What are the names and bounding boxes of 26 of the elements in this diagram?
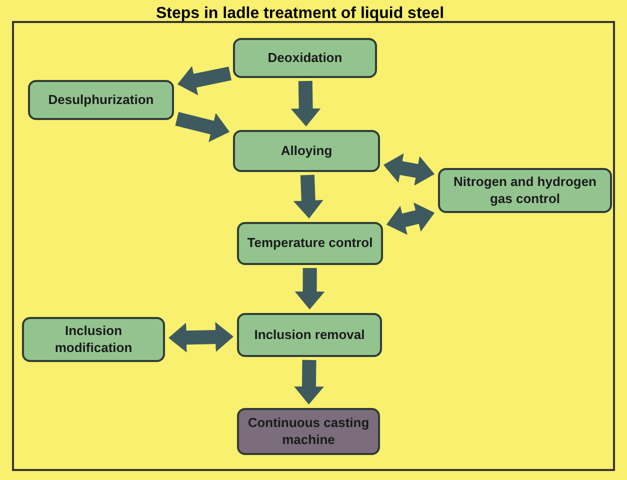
block-arrow — [290, 80, 321, 126]
block-arrow — [168, 322, 234, 353]
process-box — [237, 313, 382, 357]
box-label: Temperature control — [247, 235, 373, 252]
box-label: Continuous casting machine — [246, 415, 370, 448]
block-arrow — [175, 112, 230, 142]
process-box — [237, 408, 380, 455]
box-label: Desulphurization — [48, 92, 154, 108]
block-arrow — [293, 174, 324, 218]
box-label: Nitrogen and hydrogen gas control — [452, 174, 598, 207]
process-box — [438, 168, 612, 213]
block-arrow — [294, 360, 324, 404]
process-box — [233, 130, 380, 172]
process-box — [237, 222, 383, 265]
block-arrow — [383, 153, 435, 186]
box-label: Inclusion modification — [54, 323, 134, 356]
block-arrow — [177, 66, 232, 96]
box-label: Deoxidation — [268, 50, 342, 66]
process-box — [28, 80, 174, 120]
diagram-title: Steps in ladle treatment of liquid steel — [154, 4, 446, 24]
box-label: Alloying — [280, 142, 332, 160]
process-box — [233, 38, 377, 78]
box-label: Inclusion removal — [254, 326, 365, 344]
block-arrow — [294, 268, 325, 310]
block-arrow — [386, 202, 435, 235]
process-box — [22, 317, 165, 362]
